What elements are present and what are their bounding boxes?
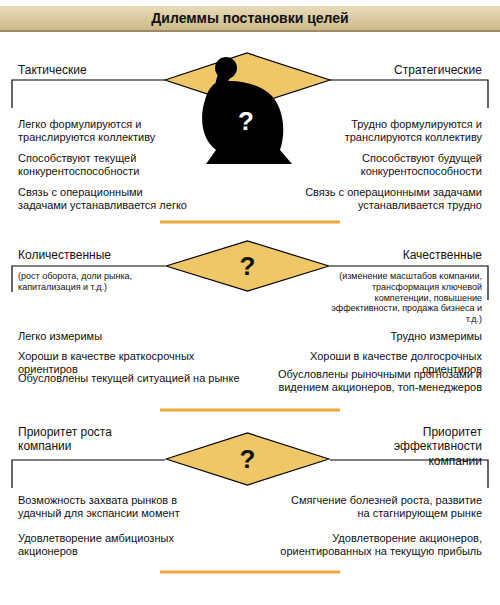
item-text: Легко измеримы xyxy=(18,330,218,343)
example-note: (рост оборота, доли рынка, капитализация… xyxy=(18,271,168,293)
thinker-figure xyxy=(202,57,292,164)
item-text: Обусловлены рыночными прогнозами и виден… xyxy=(272,368,482,394)
item-text: Удовлетворение акционеров, ориентированн… xyxy=(262,532,482,558)
column-heading: Стратегические xyxy=(332,63,482,77)
column-heading: Приоритет эффективности компании xyxy=(352,425,482,468)
item-text: Обусловлены текущей ситуацией на рынке xyxy=(18,372,248,385)
title-bar: Дилеммы постановки целей xyxy=(0,6,500,32)
column-heading: Приоритет роста компании xyxy=(18,425,118,454)
item-text: Способствуют текущей конкурентоспособнос… xyxy=(18,152,190,178)
item-text: Связь с операционными задачами устанавли… xyxy=(18,186,190,212)
column-heading: Качественные xyxy=(342,248,482,262)
dilemma-diamond: ? xyxy=(165,432,330,486)
example-note: (изменение масштабов компании, трансформ… xyxy=(318,271,482,325)
dilemma-diamond: ? xyxy=(165,240,330,292)
item-text: Способствуют будущей конкурентоспособнос… xyxy=(300,152,482,178)
question-mark: ? xyxy=(165,432,330,472)
item-text: Трудно формулируются и транслируются кол… xyxy=(300,118,482,144)
item-text: Связь с операционными задачами устанавли… xyxy=(300,186,482,212)
question-mark: ? xyxy=(165,240,330,279)
column-heading: Тактические xyxy=(18,63,168,77)
item-text: Удовлетворение амбициозных акционеров xyxy=(18,532,188,558)
item-text: Легко формулируются и транслируются колл… xyxy=(18,118,190,144)
column-heading: Количественные xyxy=(18,248,158,262)
question-mark: ? xyxy=(231,108,261,134)
separator-lines xyxy=(160,222,340,572)
item-text: Возможность захвата рынков в удачный для… xyxy=(18,494,208,520)
item-text: Трудно измеримы xyxy=(282,330,482,343)
bracket-lines xyxy=(12,80,488,488)
item-text: Смягчение болезней роста, развитие на ст… xyxy=(286,494,482,520)
